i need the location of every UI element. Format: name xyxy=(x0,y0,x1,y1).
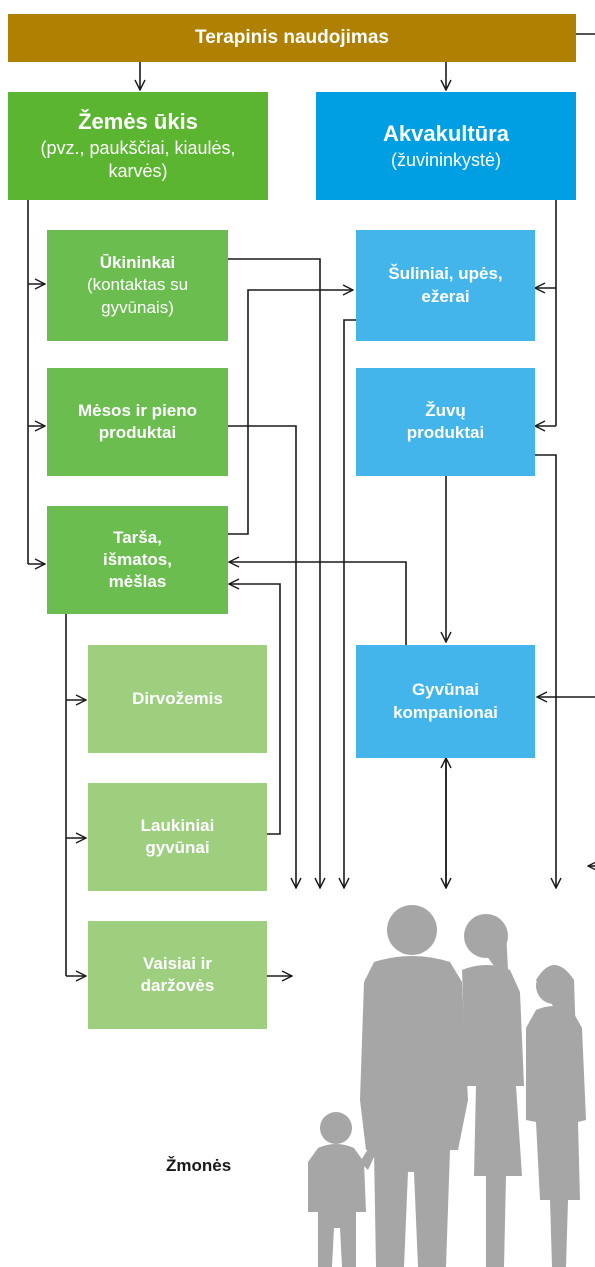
wells-box: Šuliniai, upės, ežerai xyxy=(356,230,535,341)
fruits-veg-title: Vaisiai ir daržovės xyxy=(140,953,215,995)
people-label: Žmonės xyxy=(166,1156,232,1175)
aquaculture-subtitle: (žuvininkystė) xyxy=(390,149,502,170)
aquaculture-box: Akvakultūra (žuvininkystė) xyxy=(316,92,576,200)
wells-title: Šuliniai, upės, ežerai xyxy=(388,264,503,306)
soil-title: Dirvožemis xyxy=(132,688,223,708)
pets-box: Gyvūnai kompanionai xyxy=(356,645,535,758)
wild-animals-title: Laukiniai gyvūnai xyxy=(140,815,215,857)
aquaculture-title: Akvakultūra xyxy=(383,121,509,146)
agriculture-box: Žemės ūkis (pvz., paukščiai, kiaulės, ka… xyxy=(8,92,268,200)
header-title: Terapinis naudojimas xyxy=(195,26,389,48)
agriculture-title: Žemės ūkis xyxy=(78,109,198,135)
people-silhouette-icon xyxy=(308,905,586,1267)
farmers-box: Ūkininkai (kontaktas su gyvūnais) xyxy=(47,230,228,341)
fruits-veg-box: Vaisiai ir daržovės xyxy=(88,921,267,1029)
header-bar: Terapinis naudojimas xyxy=(8,14,576,62)
farmers-title: Ūkininkai xyxy=(99,253,176,273)
waste-box: Tarša, išmatos, mėšlas xyxy=(47,506,228,614)
pets-title: Gyvūnai kompanionai xyxy=(393,680,498,722)
waste-title: Tarša, išmatos, mėšlas xyxy=(103,527,172,592)
agriculture-subtitle: (pvz., paukščiai, kiaulės, karvės) xyxy=(40,137,236,182)
fish-products-title: Žuvų produktai xyxy=(406,400,485,442)
wild-animals-box: Laukiniai gyvūnai xyxy=(88,783,267,891)
meat-dairy-title: Mėsos ir pieno produktai xyxy=(77,400,198,442)
fish-products-box: Žuvų produktai xyxy=(356,368,535,476)
soil-box: Dirvožemis xyxy=(88,645,267,753)
meat-dairy-box: Mėsos ir pieno produktai xyxy=(47,368,228,476)
farmers-subtitle: (kontaktas su gyvūnais) xyxy=(86,275,189,317)
